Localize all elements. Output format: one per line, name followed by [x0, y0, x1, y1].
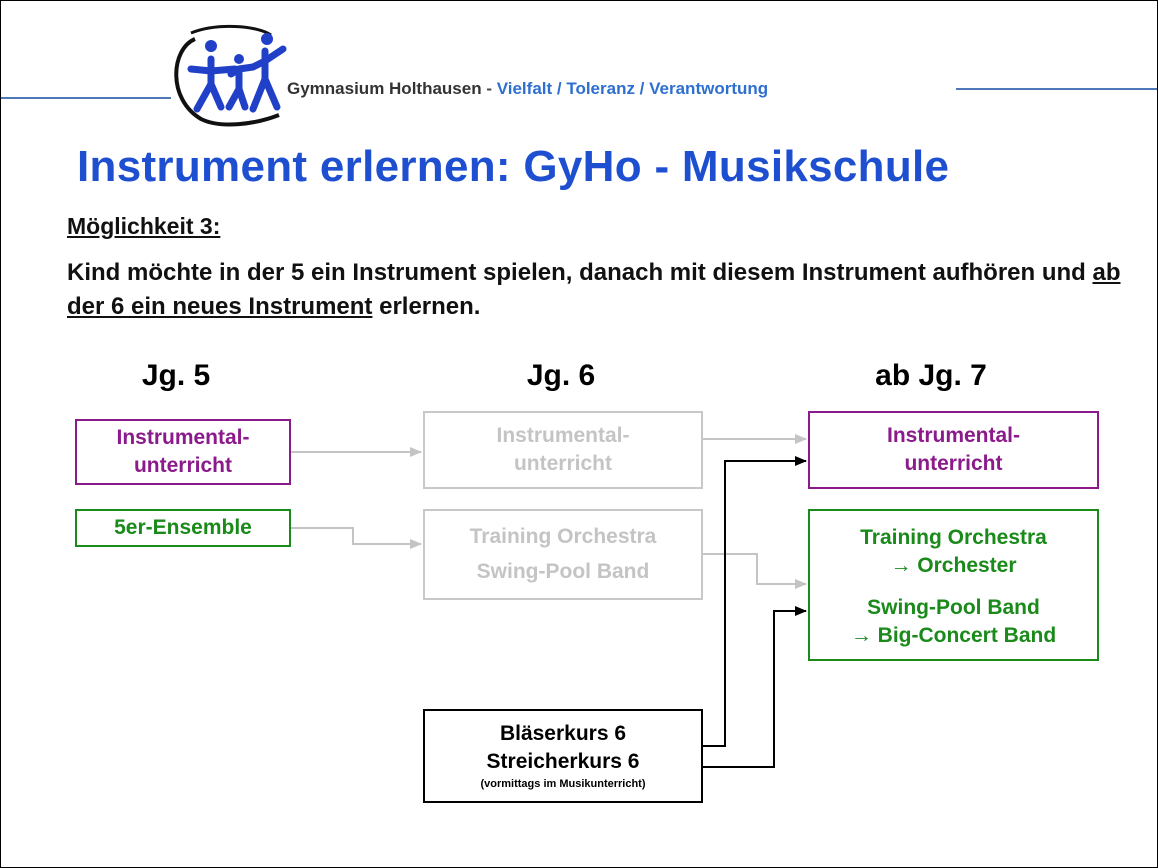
jg5-ensemble-box: 5er-Ensemble [75, 509, 291, 547]
jg7-ensemble-box: Training Orchestra → Orchester Swing-Poo… [808, 509, 1099, 661]
page-title: Instrument erlernen: GyHo - Musikschule [77, 142, 950, 191]
column-heading-jg5: Jg. 5 [141, 359, 211, 392]
box-note: (vormittags im Musikunterricht) [480, 778, 646, 790]
box-label: Instrumental- [886, 424, 1020, 447]
box-label: Bläserkurs 6 [499, 722, 627, 745]
option-description: Kind möchte in der 5 ein Instrument spie… [67, 256, 1147, 324]
option-heading: Möglichkeit 3: [67, 213, 221, 239]
description-part1: Kind möchte in der 5 ein Instrument spie… [67, 259, 1093, 286]
box-label: Streicherkurs 6 [486, 750, 640, 773]
box-label: unterricht [133, 454, 232, 477]
kurs-box: Bläserkurs 6 Streicherkurs 6 (vormittags… [423, 709, 703, 803]
box-label: unterricht [513, 452, 612, 475]
box-label: 5er-Ensemble [114, 516, 252, 539]
box-label: Swing-Pool Band [476, 560, 650, 584]
arrow-kurs-to-jg7-ensemble [703, 606, 807, 768]
column-heading-jg7: ab Jg. 7 [875, 359, 987, 392]
header-separator: - [481, 79, 497, 98]
description-part2: erlernen. [372, 293, 481, 320]
box-label: Training Orchestra [860, 526, 1047, 549]
header-rule-right [956, 88, 1157, 90]
jg6-ensemble-box: Training Orchestra Swing-Pool Band [423, 509, 703, 600]
header-rule-left [1, 97, 171, 99]
arrow-kurs-to-jg7-instrumental [703, 456, 807, 747]
box-label: Swing-Pool Band [867, 596, 1040, 619]
school-motto: Vielfalt / Toleranz / Verantwortung [496, 79, 769, 98]
box-label: Instrumental- [116, 426, 250, 449]
box-label: → Big-Concert Band [850, 624, 1057, 647]
box-label: unterricht [904, 452, 1003, 475]
header-text: Gymnasium Holthausen - Vielfalt / Tolera… [287, 79, 768, 99]
jg7-instrumental-box: Instrumental- unterricht [808, 411, 1099, 489]
box-label: Instrumental- [496, 424, 630, 447]
description-underlined: ab der 6 ein neues Instrument [67, 259, 1121, 320]
school-logo-stick-figures-icon [174, 25, 287, 127]
column-heading-jg6: Jg. 6 [526, 359, 596, 392]
school-name: Gymnasium Holthausen [287, 79, 482, 98]
jg5-instrumental-box: Instrumental- unterricht [75, 419, 291, 485]
jg6-instrumental-box: Instrumental- unterricht [423, 411, 703, 489]
arrow-jg5-ensemble-to-jg6 [291, 527, 422, 549]
box-label: Training Orchestra [469, 524, 657, 548]
box-label: → Orchester [890, 554, 1017, 577]
arrow-jg6-ensemble-to-jg7 [703, 553, 807, 589]
